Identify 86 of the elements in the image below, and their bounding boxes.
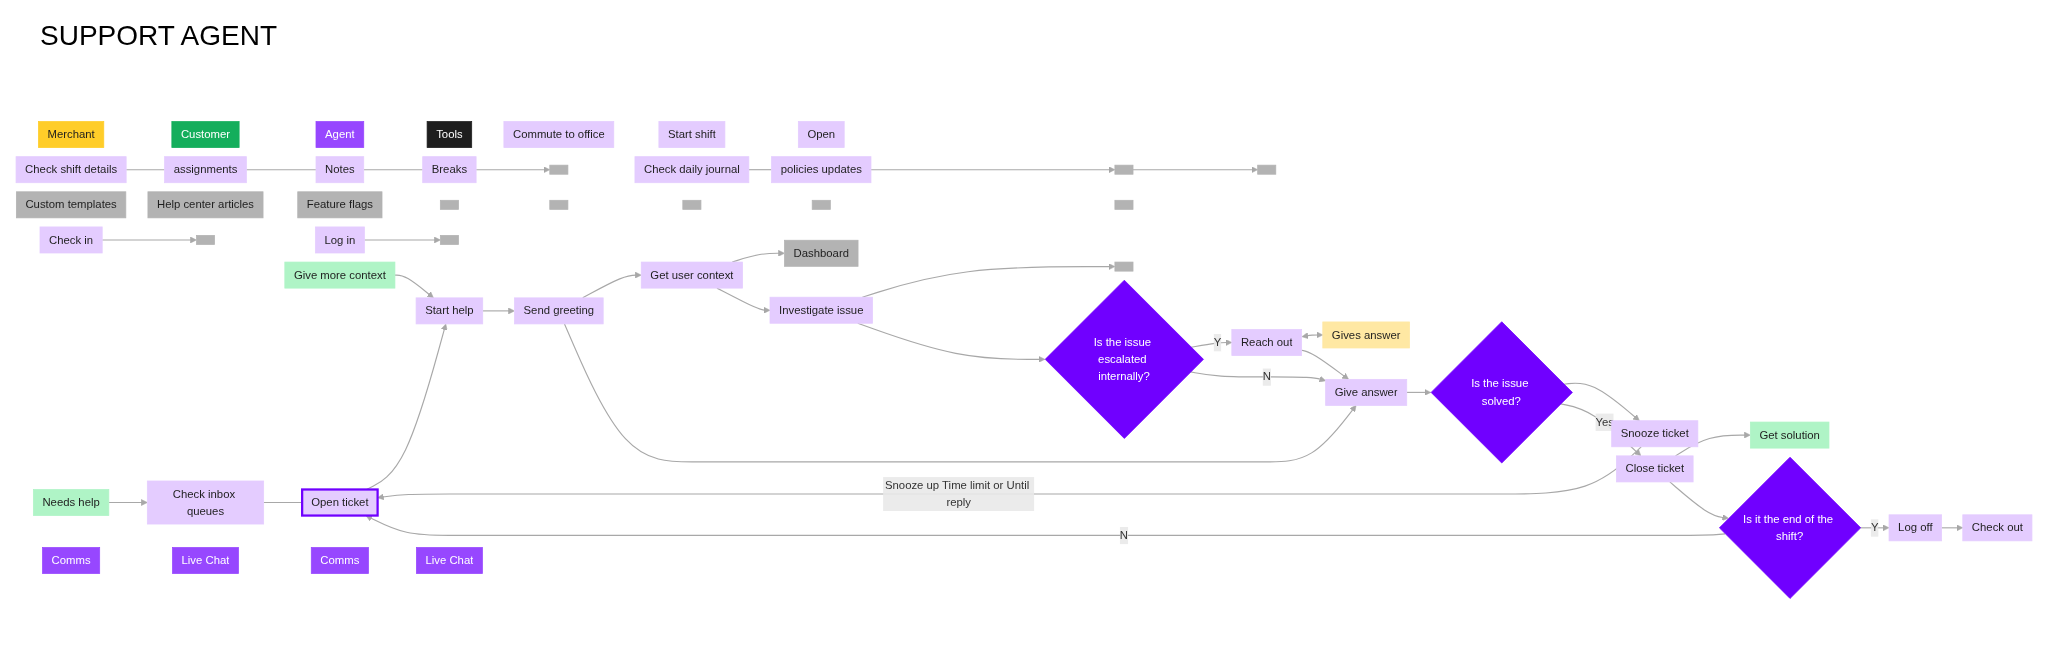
arrow bbox=[363, 236, 441, 244]
diagram-title: SUPPORT AGENT bbox=[40, 20, 278, 52]
arrow bbox=[1132, 166, 1258, 173]
arrow bbox=[1563, 382, 1640, 422]
edge-label: Y bbox=[1870, 520, 1879, 534]
node-box: Open bbox=[797, 121, 845, 148]
node-box: Help center articles bbox=[147, 191, 264, 219]
node-box: Comms bbox=[42, 547, 101, 574]
edge-label: Y bbox=[1213, 335, 1222, 349]
node-box: Custom templates bbox=[15, 191, 127, 219]
edge-label: N bbox=[1119, 528, 1129, 542]
node-box: Merchant bbox=[38, 121, 105, 148]
node-box: Get solution bbox=[1749, 421, 1830, 449]
node-box: Start help bbox=[415, 297, 484, 325]
edge-label: Snooze up Time limit or Until reply bbox=[884, 478, 1030, 509]
connector bbox=[263, 501, 303, 504]
node-box bbox=[1114, 261, 1134, 272]
arrow bbox=[108, 499, 148, 506]
arrow bbox=[1859, 524, 1890, 532]
edge-label: N bbox=[1262, 369, 1271, 383]
node-box: Breaks bbox=[422, 156, 477, 184]
node-box: Live Chat bbox=[172, 547, 239, 574]
node-box: Notes bbox=[315, 156, 365, 184]
node-box: Open ticket bbox=[301, 488, 379, 517]
arrow bbox=[1190, 371, 1326, 383]
node-box: Give more context bbox=[284, 261, 396, 289]
node-box: Investigate issue bbox=[769, 296, 873, 324]
arrow bbox=[870, 166, 1116, 173]
node-box: Check daily journal bbox=[634, 156, 750, 184]
node-box: Log in bbox=[315, 226, 365, 254]
arrow bbox=[1301, 349, 1349, 380]
node-box: assignments bbox=[164, 156, 247, 184]
connector bbox=[245, 169, 317, 171]
node-box: Send greeting bbox=[514, 297, 604, 325]
node-box: Customer bbox=[171, 121, 240, 148]
arrow bbox=[394, 274, 434, 299]
arrow bbox=[365, 515, 1726, 536]
arrow bbox=[1406, 389, 1432, 396]
arrow bbox=[482, 307, 515, 315]
node-box: Feature flags bbox=[297, 191, 383, 219]
node-box: Dashboard bbox=[784, 239, 859, 267]
arrow bbox=[475, 166, 551, 173]
node-box bbox=[196, 235, 215, 245]
arrow bbox=[582, 271, 642, 299]
node-diamond: Is it the end of the shift? bbox=[1719, 456, 1862, 599]
node-box: Reach out bbox=[1231, 329, 1302, 356]
node-box: Agent bbox=[315, 121, 365, 148]
node-box bbox=[439, 199, 459, 210]
node-diamond: Is the issue escalated internally? bbox=[1044, 279, 1204, 439]
node-box bbox=[1257, 164, 1277, 175]
arrow bbox=[1674, 431, 1751, 457]
node-box: Check inbox queues bbox=[146, 480, 265, 525]
node-box bbox=[549, 199, 569, 210]
connector bbox=[748, 169, 773, 171]
node-box bbox=[549, 164, 569, 175]
connector bbox=[363, 169, 424, 171]
node-box: Start shift bbox=[658, 121, 726, 148]
node-box: Commute to office bbox=[503, 121, 615, 148]
arrow bbox=[1301, 331, 1324, 339]
node-box: Check out bbox=[1962, 514, 2033, 542]
arrow bbox=[716, 287, 771, 314]
node-box: Get user context bbox=[640, 261, 743, 289]
node-box: Close ticket bbox=[1616, 455, 1694, 483]
node-box: policies updates bbox=[771, 156, 872, 184]
arrow bbox=[1669, 481, 1729, 521]
node-box bbox=[1114, 164, 1134, 175]
arrow bbox=[563, 323, 1357, 463]
node-box: Live Chat bbox=[416, 547, 483, 574]
node-box bbox=[682, 199, 702, 210]
node-box: Snooze ticket bbox=[1611, 420, 1699, 448]
arrow bbox=[1190, 339, 1233, 348]
connector bbox=[125, 169, 166, 171]
node-box: Log off bbox=[1888, 514, 1942, 542]
arrow bbox=[101, 236, 197, 244]
node-diamond: Is the issue solved? bbox=[1430, 321, 1573, 464]
node-box: Comms bbox=[310, 547, 369, 574]
node-box: Tools bbox=[426, 121, 473, 148]
node-box: Needs help bbox=[33, 489, 110, 516]
node-box: Gives answer bbox=[1322, 321, 1410, 349]
arrow bbox=[1941, 524, 1964, 532]
node-box bbox=[1114, 199, 1134, 210]
node-box bbox=[811, 199, 831, 210]
node-box: Check shift details bbox=[15, 156, 127, 184]
node-box bbox=[439, 235, 459, 245]
node-box: Give answer bbox=[1325, 379, 1408, 406]
node-box: Check in bbox=[39, 226, 103, 254]
